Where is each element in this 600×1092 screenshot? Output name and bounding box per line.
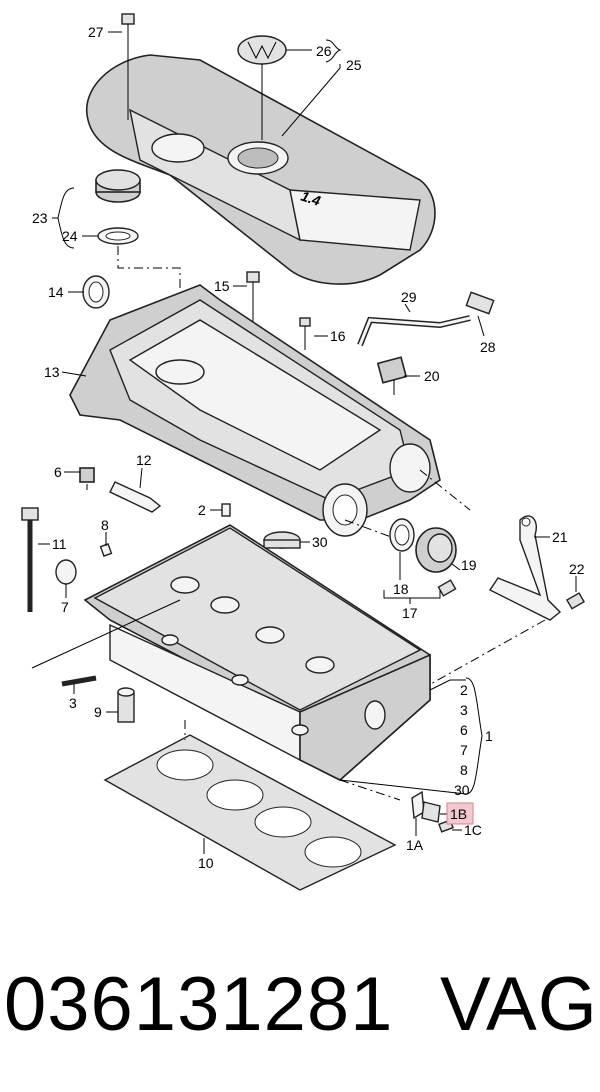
seal-ring	[82, 275, 110, 309]
bolt-19	[437, 579, 457, 597]
callout-23: 23	[32, 210, 48, 226]
callout-7: 7	[61, 599, 69, 615]
stud-3	[61, 675, 97, 687]
filler-cap-seal	[97, 227, 139, 245]
cover-17	[415, 527, 457, 573]
callout-6: 6	[54, 464, 62, 480]
callout-1B: 1B	[450, 806, 467, 822]
part-number: 036131281	[4, 962, 394, 1047]
bolt-22	[565, 592, 586, 610]
hose-connector	[465, 291, 495, 315]
head-gasket	[103, 734, 397, 891]
pin-2	[221, 503, 231, 517]
camshaft-sensor	[376, 356, 408, 395]
sealant-tube-12	[109, 481, 162, 513]
group-1-item: 30	[454, 782, 470, 798]
cover-badge-text: 1.4	[299, 188, 323, 209]
callout-12: 12	[136, 452, 152, 468]
camshaft-housing	[69, 284, 441, 537]
vw-emblem	[237, 35, 287, 65]
plug-6	[79, 467, 95, 483]
seal-18	[389, 518, 415, 552]
bolt-11	[21, 507, 39, 612]
callout-1A: 1A	[406, 837, 424, 853]
callout-28: 28	[480, 339, 496, 355]
callout-11: 11	[52, 536, 67, 552]
callout-3: 3	[69, 695, 77, 711]
callout-22: 22	[569, 561, 585, 577]
callout-15: 15	[214, 278, 230, 294]
group-1-item: 2	[460, 682, 468, 698]
leader-lines	[38, 31, 577, 854]
part-footer: 036131281 VAG	[0, 955, 600, 1065]
part-1B	[421, 801, 441, 823]
callout-13: 13	[44, 364, 60, 380]
cylinder-head	[83, 524, 431, 781]
callout-9: 9	[94, 704, 102, 720]
plug-7	[55, 559, 77, 585]
callout-8: 8	[101, 517, 109, 533]
callout-29: 29	[401, 289, 417, 305]
callout-24: 24	[62, 228, 78, 244]
group-1-item: 6	[460, 722, 468, 738]
group-1-item: 8	[460, 762, 468, 778]
guide-9	[117, 687, 135, 723]
callout-21: 21	[552, 529, 568, 545]
callout-17: 17	[402, 605, 418, 621]
pin-8	[99, 543, 113, 557]
callout-20: 20	[424, 368, 440, 384]
callout-19: 19	[461, 557, 477, 573]
group-1-item: 3	[460, 702, 468, 718]
callout-27: 27	[88, 24, 104, 40]
oil-filler-cap	[95, 169, 141, 203]
bracket-21	[488, 515, 562, 621]
cover-screw	[121, 13, 135, 48]
callout-25: 25	[346, 57, 362, 73]
callout-labels: 27 26 25 23 24 14 15 29 16 28 13 20 6 12…	[32, 24, 585, 871]
callout-1: 1	[485, 728, 493, 744]
group-1-item: 7	[460, 742, 468, 758]
group-1-list: 2 3 6 7 8 30	[454, 682, 470, 798]
exploded-parts-diagram: 1.4	[21, 13, 586, 891]
callout-14: 14	[48, 284, 64, 300]
bolt-16	[299, 317, 311, 350]
callout-1C: 1C	[464, 822, 482, 838]
callout-18: 18	[393, 581, 409, 597]
callout-10: 10	[198, 855, 214, 871]
breather-hose	[357, 315, 471, 347]
callout-16: 16	[330, 328, 346, 344]
highlight-box-1B	[446, 802, 474, 825]
callout-2: 2	[198, 502, 206, 518]
callout-26: 26	[316, 43, 332, 59]
brand-name: VAG	[440, 962, 598, 1047]
seal-30	[263, 531, 301, 549]
engine-cover: 1.4	[85, 54, 436, 285]
callout-30: 30	[312, 534, 328, 550]
